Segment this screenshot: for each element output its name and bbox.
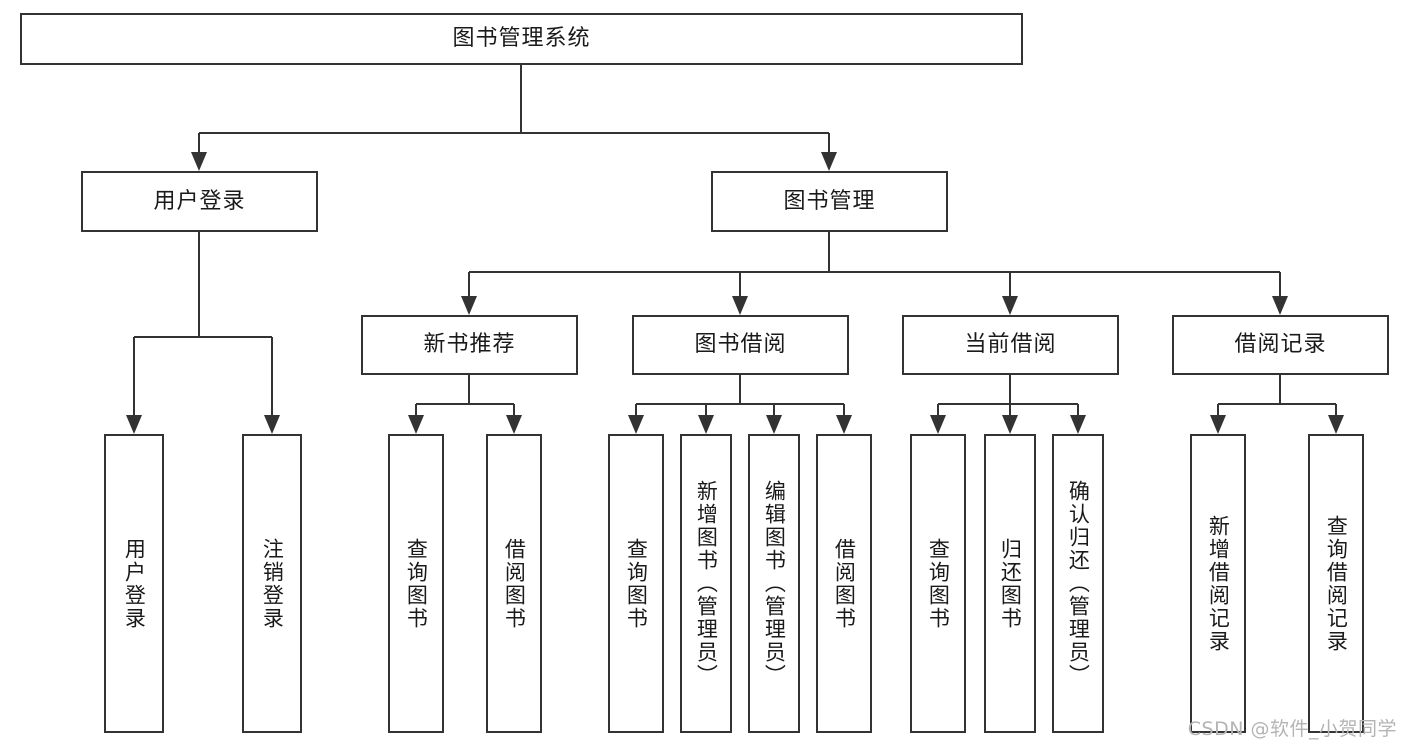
node-root-label: 图书管理系统 (452, 26, 591, 52)
node-leaf-return-book[interactable]: 归还图书 (984, 434, 1036, 733)
node-leaf-query-book-3[interactable]: 查询图书 (910, 434, 966, 733)
node-leaf-borrow-book-1[interactable]: 借阅图书 (486, 434, 542, 733)
node-leaf-user-login-label: 用户登录 (122, 537, 147, 630)
node-leaf-query-record-label: 查询借阅记录 (1324, 514, 1349, 653)
node-leaf-edit-book[interactable]: 编辑图书（管理员） (748, 434, 800, 733)
node-new-book-recommend[interactable]: 新书推荐 (361, 315, 578, 375)
node-current-borrow[interactable]: 当前借阅 (902, 315, 1119, 375)
node-user-login-label: 用户登录 (153, 188, 246, 214)
node-leaf-borrow-book-2[interactable]: 借阅图书 (816, 434, 872, 733)
node-leaf-query-book-3-label: 查询图书 (926, 537, 951, 630)
node-leaf-user-login[interactable]: 用户登录 (104, 434, 164, 733)
node-leaf-query-book-1[interactable]: 查询图书 (388, 434, 444, 733)
node-leaf-edit-book-label: 编辑图书（管理员） (762, 480, 787, 687)
node-borrow-record[interactable]: 借阅记录 (1172, 315, 1389, 375)
node-leaf-confirm-return-label: 确认归还（管理员） (1066, 480, 1091, 687)
node-leaf-borrow-book-1-label: 借阅图书 (502, 537, 527, 630)
node-leaf-query-book-2-label: 查询图书 (624, 537, 649, 630)
node-book-borrow-label: 图书借阅 (694, 332, 787, 358)
node-user-login[interactable]: 用户登录 (81, 171, 318, 232)
node-leaf-add-book[interactable]: 新增图书（管理员） (680, 434, 732, 733)
node-root[interactable]: 图书管理系统 (20, 13, 1023, 65)
node-leaf-add-record[interactable]: 新增借阅记录 (1190, 434, 1246, 733)
watermark: CSDN @软件_小贺同学 (1187, 718, 1397, 740)
node-book-borrow[interactable]: 图书借阅 (632, 315, 849, 375)
node-borrow-record-label: 借阅记录 (1234, 332, 1327, 358)
node-current-borrow-label: 当前借阅 (964, 332, 1057, 358)
node-leaf-return-book-label: 归还图书 (998, 537, 1023, 630)
node-leaf-logout[interactable]: 注销登录 (242, 434, 302, 733)
node-leaf-query-book-1-label: 查询图书 (404, 537, 429, 630)
node-book-management-label: 图书管理 (783, 188, 876, 214)
node-book-management[interactable]: 图书管理 (711, 171, 948, 232)
node-leaf-borrow-book-2-label: 借阅图书 (832, 537, 857, 630)
node-leaf-query-book-2[interactable]: 查询图书 (608, 434, 664, 733)
node-new-book-recommend-label: 新书推荐 (423, 332, 516, 358)
node-leaf-logout-label: 注销登录 (260, 537, 285, 630)
node-leaf-add-book-label: 新增图书（管理员） (694, 480, 719, 687)
node-leaf-add-record-label: 新增借阅记录 (1206, 514, 1231, 653)
node-leaf-confirm-return[interactable]: 确认归还（管理员） (1052, 434, 1104, 733)
node-leaf-query-record[interactable]: 查询借阅记录 (1308, 434, 1364, 733)
